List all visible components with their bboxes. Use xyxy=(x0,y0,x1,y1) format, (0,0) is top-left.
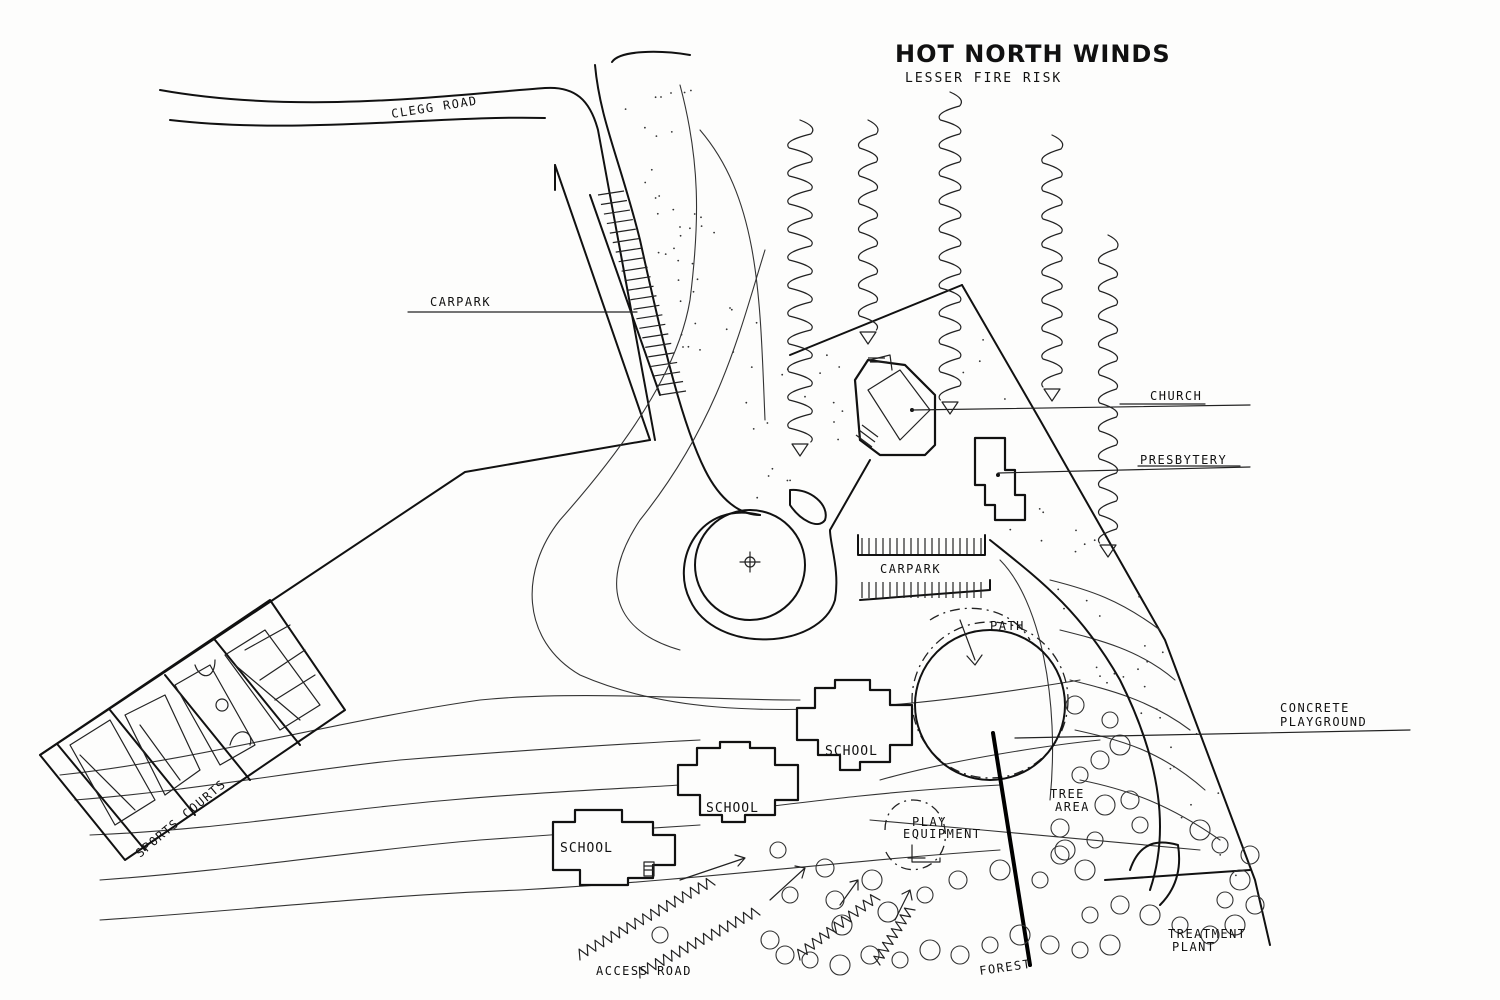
label-tree: TREE xyxy=(1050,787,1085,801)
central-carpark xyxy=(857,534,991,601)
roundabout xyxy=(682,459,871,641)
diagram-title: HOT NORTH WINDS xyxy=(895,40,1171,68)
church-building xyxy=(853,354,937,457)
label-plant: PLANT xyxy=(1172,940,1216,954)
label-school-3: SCHOOL xyxy=(560,841,613,856)
forest-edge xyxy=(578,877,916,979)
school-buildings xyxy=(551,678,914,887)
label-presbytery: PRESBYTERY xyxy=(1140,453,1227,467)
label-concrete: CONCRETE xyxy=(1280,701,1350,715)
label-carpark-north: CARPARK xyxy=(430,295,491,309)
wind-arrow xyxy=(857,119,879,345)
label-forest: FOREST xyxy=(978,957,1032,978)
east-loop-road xyxy=(989,539,1181,906)
diagram-subtitle: LESSER FIRE RISK xyxy=(905,71,1062,86)
label-school-1: SCHOOL xyxy=(825,744,878,759)
label-access-road: ACCESS ROAD xyxy=(596,964,692,978)
label-equipment: EQUIPMENT xyxy=(903,827,982,841)
wind-arrows xyxy=(787,91,1119,558)
forest-boundary-line xyxy=(991,731,1032,967)
label-play: PLAY xyxy=(912,815,947,829)
label-playground: PLAYGROUND xyxy=(1280,715,1367,729)
contour-lines xyxy=(59,84,1221,921)
wind-arrow xyxy=(1097,234,1119,558)
label-church: CHURCH xyxy=(1150,389,1202,403)
leader-lines xyxy=(407,311,1411,739)
presbytery-building xyxy=(973,436,1027,522)
clegg-road xyxy=(159,50,761,516)
label-school-2: SCHOOL xyxy=(706,801,759,816)
landscape-stipple xyxy=(624,89,1237,877)
label-area: AREA xyxy=(1055,800,1090,814)
trees xyxy=(651,695,1265,976)
label-path: PATH xyxy=(990,619,1025,633)
label-treatment: TREATMENT xyxy=(1168,927,1247,941)
north-carpark xyxy=(554,164,687,441)
sports-courts xyxy=(39,599,346,861)
wind-arrow xyxy=(1041,134,1064,402)
play-equipment xyxy=(884,799,946,871)
label-carpark-central: CARPARK xyxy=(880,562,941,576)
wind-arrow xyxy=(787,119,814,457)
wind-arrow xyxy=(938,91,962,415)
slope-arrows xyxy=(679,619,983,921)
